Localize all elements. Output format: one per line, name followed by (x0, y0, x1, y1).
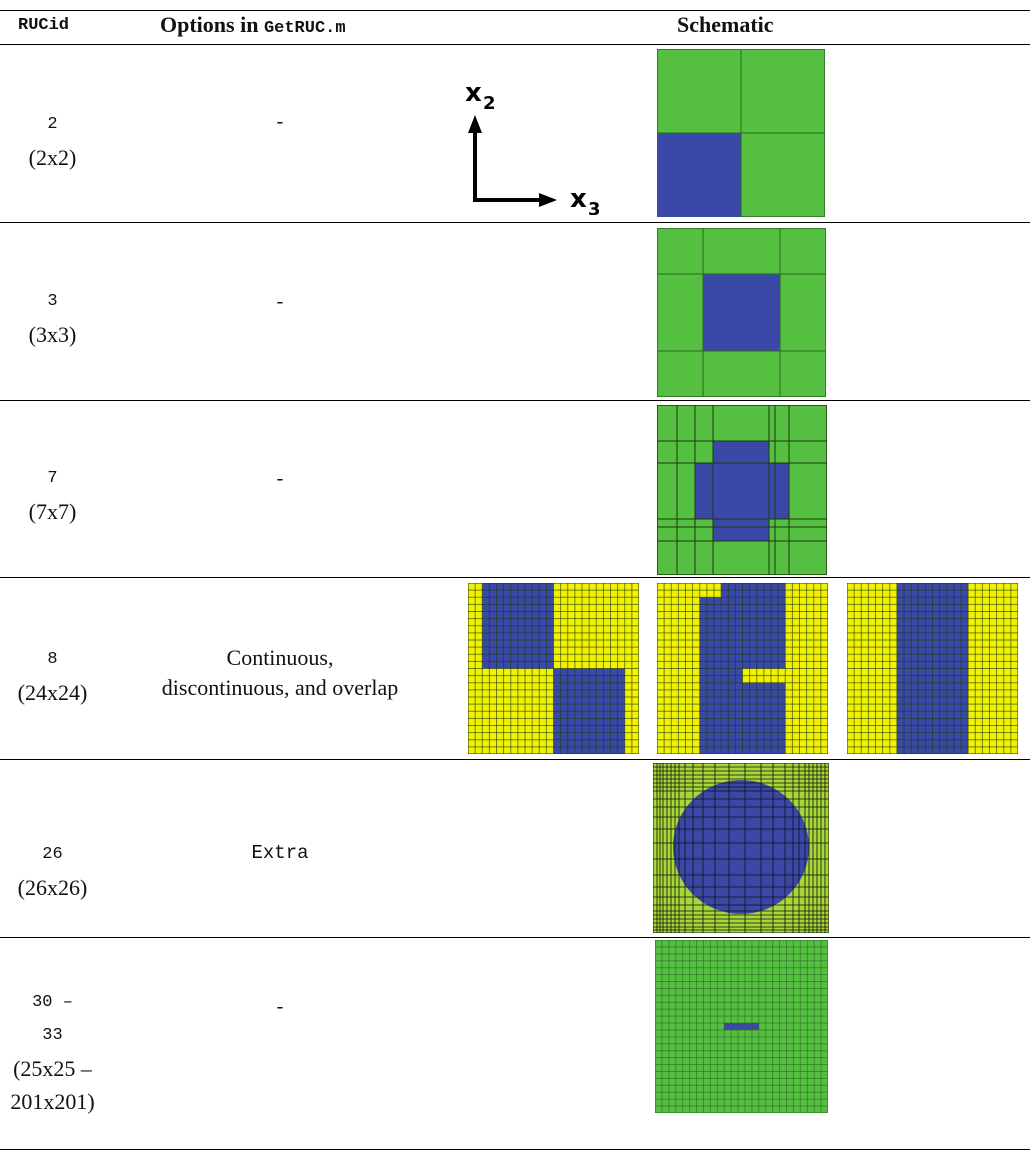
axis-x2-label: x (465, 78, 482, 108)
ruc-id: 30 – (32, 993, 73, 1012)
schematic-24-continuous (468, 583, 639, 754)
row-options: Extra (251, 842, 309, 864)
axis-arrow-icon (468, 115, 557, 207)
schematic-7x7 (657, 405, 827, 575)
row-id-8: 8 (24x24) (0, 643, 105, 709)
ruc-id: 3 (47, 292, 58, 311)
row-id-2: 2 (2x2) (0, 108, 105, 174)
table-top-rule (0, 10, 1030, 11)
schematic-24-discontinuous (657, 583, 828, 754)
ruc-size: (26x26) (17, 875, 88, 900)
schematic-26x26 (653, 763, 829, 933)
header-options-code: GetRUC.m (263, 19, 346, 38)
row-separator (0, 577, 1030, 578)
ruc-size: (3x3) (28, 322, 77, 347)
header-options: Options in GetRUC.m (160, 12, 346, 38)
row-options: Continuous, discontinuous, and overlap (135, 643, 425, 703)
row-id-7: 7 (7x7) (0, 462, 105, 528)
axes-indicator: x 2 x 3 (455, 75, 615, 220)
ruc-id: 26 (42, 845, 63, 864)
ruc-id: 7 (47, 469, 58, 488)
row-options: - (274, 292, 286, 314)
row-id-3: 3 (3x3) (0, 285, 105, 351)
row-separator (0, 400, 1030, 401)
ruc-id: 33 (42, 1026, 63, 1045)
schematic-24-overlap (847, 583, 1018, 754)
row-separator (0, 937, 1030, 938)
header-schematic: Schematic (677, 12, 774, 37)
header-rule (0, 44, 1030, 45)
row-options: - (274, 469, 286, 491)
ruc-size: (7x7) (28, 499, 77, 524)
header-rucid: RUCid (18, 16, 70, 35)
header-options-label: Options in (160, 12, 264, 37)
ruc-size: (2x2) (28, 145, 77, 170)
schematic-3x3 (657, 228, 826, 397)
axis-x2-sub: 2 (483, 93, 496, 114)
options-line: Continuous, (226, 645, 334, 670)
ruc-size: (25x25 – (13, 1056, 92, 1081)
axis-x3-label: x (570, 184, 587, 214)
ruc-size: 201x201) (10, 1089, 95, 1114)
row-id-30-33: 30 – 33 (25x25 – 201x201) (0, 986, 105, 1118)
axis-x3-sub: 3 (588, 199, 601, 215)
row-separator (0, 222, 1030, 223)
options-line: discontinuous, and overlap (161, 675, 399, 700)
table-bottom-rule (0, 1149, 1030, 1150)
row-separator (0, 759, 1030, 760)
ruc-size: (24x24) (17, 680, 88, 705)
ruc-id: 8 (47, 650, 58, 669)
ruc-id: 2 (47, 115, 58, 134)
row-options: - (274, 997, 286, 1019)
schematic-2x2 (657, 49, 825, 217)
schematic-25x25 (655, 940, 828, 1113)
row-options: - (274, 112, 286, 134)
row-id-26: 26 (26x26) (0, 838, 105, 904)
